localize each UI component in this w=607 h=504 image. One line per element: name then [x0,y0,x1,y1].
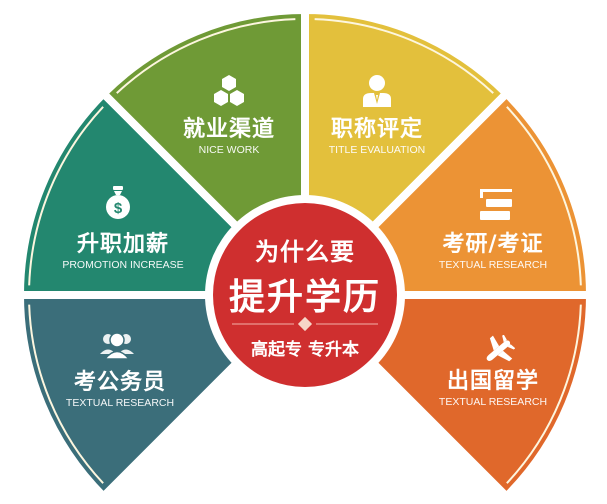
sector-title: 升职加薪 [76,232,170,257]
sector-title-evaluation: 职称评定 TITLE EVALUATION [329,117,425,157]
sector-study-abroad-arc-line [506,304,582,484]
sector-study-abroad: 出国留学 TEXTUAL RESEARCH [439,369,547,409]
center-title: 提升学历 [228,277,382,318]
sector-civil-service-arc-line [28,304,104,484]
money-bag-icon: $ [106,186,130,219]
center-heading: 为什么要 [255,238,355,266]
sector-title: 考公务员 [73,370,167,395]
sector-exams-arc-line [506,106,582,286]
businessman-icon [363,75,391,107]
diamond-ornament [297,316,313,332]
books-icon [480,189,512,220]
sector-subtitle: TEXTUAL RESEARCH [438,396,548,408]
sector-promotion: 升职加薪 PROMOTION INCREASE [62,232,183,272]
sector-civil-service: 考公务员 TEXTUAL RESEARCH [66,370,174,410]
people-icon [100,332,134,360]
sector-promotion-arc-line [28,106,104,286]
sector-exams: 考研/考证 TEXTUAL RESEARCH [439,232,547,272]
center-subtitle: 高起专 专升本 [251,340,359,360]
sector-employment: 就业渠道 NICE WORK [183,117,275,157]
sector-subtitle: TITLE EVALUATION [328,144,426,156]
sector-subtitle: TEXTUAL RESEARCH [438,259,548,271]
sector-title: 出国留学 [446,369,540,394]
sector-subtitle: PROMOTION INCREASE [62,259,184,271]
hexagons-icon [214,75,244,106]
svg-text:$: $ [114,200,123,217]
sector-employment-arc-line [116,18,296,94]
sector-title: 就业渠道 [182,117,276,142]
airplane-icon [486,335,515,362]
sector-subtitle: NICE WORK [198,144,260,156]
center-disc [213,203,397,387]
sector-subtitle: TEXTUAL RESEARCH [65,397,175,409]
sector-title: 职称评定 [330,117,423,142]
sector-title: 考研/考证 [442,232,544,257]
sector-title-evaluation-arc-line [314,18,494,94]
